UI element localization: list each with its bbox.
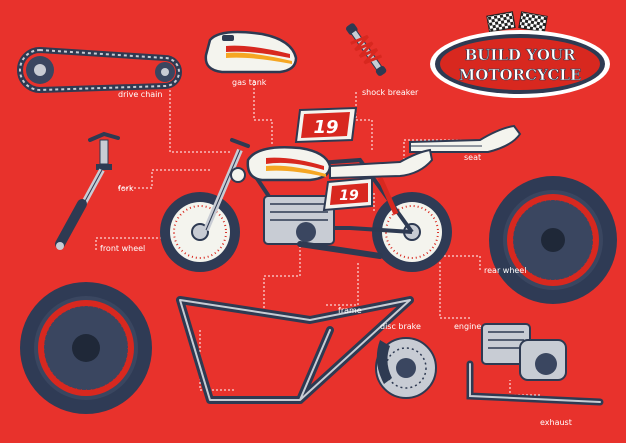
label-drive-chain: drive chain	[118, 90, 163, 99]
label-engine: engine	[454, 322, 482, 331]
motorcycle-illustration: 19	[160, 138, 452, 272]
front-wheel-illustration	[20, 282, 152, 414]
engine-illustration	[466, 323, 604, 406]
race-number: 19	[313, 117, 338, 138]
checkered-flag-icon	[518, 11, 548, 33]
label-fork: fork	[118, 184, 134, 193]
label-disc-brake: disc brake	[380, 322, 421, 331]
label-frame: frame	[338, 306, 362, 315]
label-front-wheel: front wheel	[100, 244, 146, 253]
frame-illustration	[176, 296, 414, 404]
drive-chain-illustration	[17, 46, 182, 94]
label-rear-wheel: rear wheel	[484, 266, 527, 275]
label-seat: seat	[464, 153, 482, 162]
race-number-side: 19	[339, 188, 359, 204]
fork-illustration	[55, 131, 120, 250]
label-gas-tank: gas tank	[232, 78, 267, 87]
disc-brake-illustration	[375, 337, 437, 399]
label-exhaust: exhaust	[540, 418, 572, 427]
label-shock-breaker: shock breaker	[362, 88, 419, 97]
gas-tank-illustration	[204, 30, 298, 74]
rear-wheel-illustration	[489, 176, 617, 304]
number-plate: 19	[294, 106, 358, 144]
checkered-flag-icon	[486, 11, 516, 33]
shock-breaker-illustration	[346, 23, 387, 76]
badge-line-1: BUILD YOUR	[465, 46, 576, 64]
title-badge: BUILD YOUR MOTORCYCLE	[430, 11, 610, 98]
seat-illustration	[409, 124, 522, 153]
badge-line-2: MOTORCYCLE	[459, 66, 582, 84]
